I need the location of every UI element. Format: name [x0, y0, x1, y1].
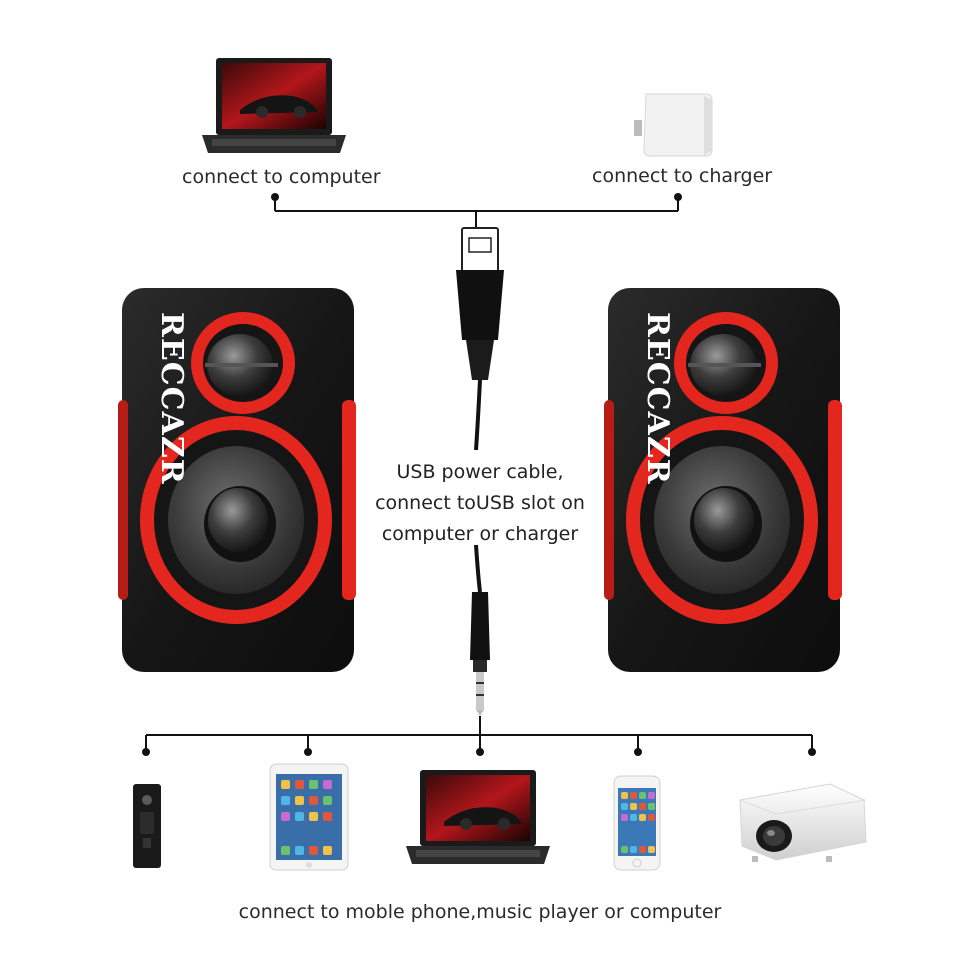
charger-image — [634, 93, 713, 157]
connect-computer-label: connect to computer — [182, 166, 381, 188]
top-laptop-image — [202, 58, 346, 153]
usb-cable-line-1: USB power cable, — [396, 461, 564, 483]
projector-image — [739, 783, 867, 862]
connector-dot — [476, 748, 484, 756]
right-speaker-image: RECCAZR — [604, 288, 842, 672]
connector-dot — [142, 748, 150, 756]
connector-dot — [304, 748, 312, 756]
bottom-laptop-image — [406, 770, 550, 864]
connector-dot — [674, 193, 682, 201]
cable-line — [474, 544, 482, 593]
audio-jack-image — [470, 592, 490, 716]
connector-dot — [271, 193, 279, 201]
left-speaker-image: RECCAZR — [118, 288, 356, 672]
cable-line — [474, 379, 482, 451]
brand-logo: RECCAZR — [640, 312, 675, 485]
tablet-image — [269, 763, 349, 871]
usb-cable-line-2: connect toUSB slot on — [375, 492, 585, 514]
connect-devices-label: connect to moble phone,music player or c… — [238, 901, 722, 923]
bottom-connector-lines — [145, 716, 813, 752]
usb-cable-line-3: computer or charger — [381, 523, 579, 545]
brand-logo: RECCAZR — [154, 312, 189, 485]
usb-plug-image — [456, 227, 504, 380]
usb-cable-description: USB power cable, connect toUSB slot on c… — [360, 457, 600, 550]
connector-dot — [634, 748, 642, 756]
phone-image — [613, 775, 661, 871]
connector-dot — [808, 748, 816, 756]
music-player-image — [133, 784, 161, 868]
connect-charger-label: connect to charger — [592, 165, 773, 187]
top-connector-lines — [274, 196, 679, 228]
